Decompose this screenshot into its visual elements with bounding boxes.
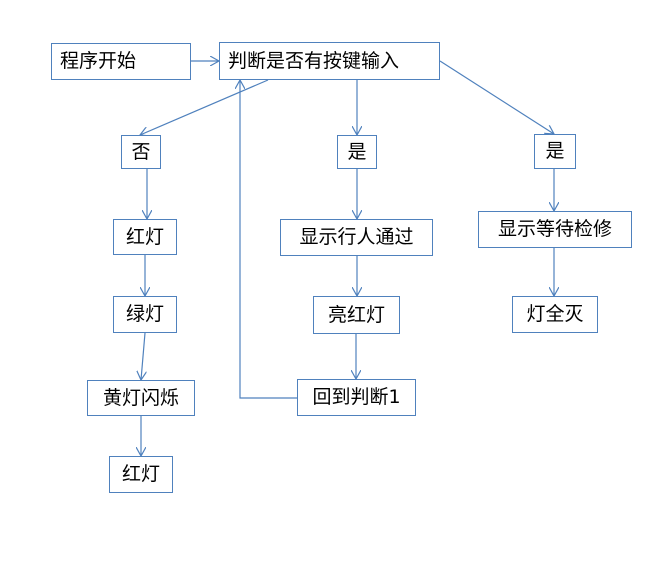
node-green-light: 绿灯 — [113, 296, 177, 333]
arrow-check-to-yes-right — [439, 60, 554, 134]
node-check-key-input: 判断是否有按键输入 — [219, 42, 440, 80]
node-red-light-1: 红灯 — [113, 219, 177, 255]
arrow-green-to-yellow — [141, 332, 145, 380]
node-no: 否 — [121, 135, 161, 169]
arrow-back-loop-to-check — [240, 80, 297, 399]
node-red-light-on: 亮红灯 — [313, 296, 400, 334]
node-back-to-check-1: 回到判断1 — [297, 379, 416, 416]
node-yes-middle: 是 — [337, 135, 377, 169]
node-program-start: 程序开始 — [51, 43, 191, 80]
node-yes-right: 是 — [534, 134, 576, 169]
node-yellow-flash: 黄灯闪烁 — [87, 380, 195, 416]
arrow-check-to-no — [140, 79, 269, 135]
node-show-pedestrian-pass: 显示行人通过 — [280, 219, 433, 256]
node-red-light-2: 红灯 — [109, 456, 173, 493]
node-show-wait-for-repair: 显示等待检修 — [478, 211, 632, 248]
node-all-lights-off: 灯全灭 — [512, 296, 598, 333]
